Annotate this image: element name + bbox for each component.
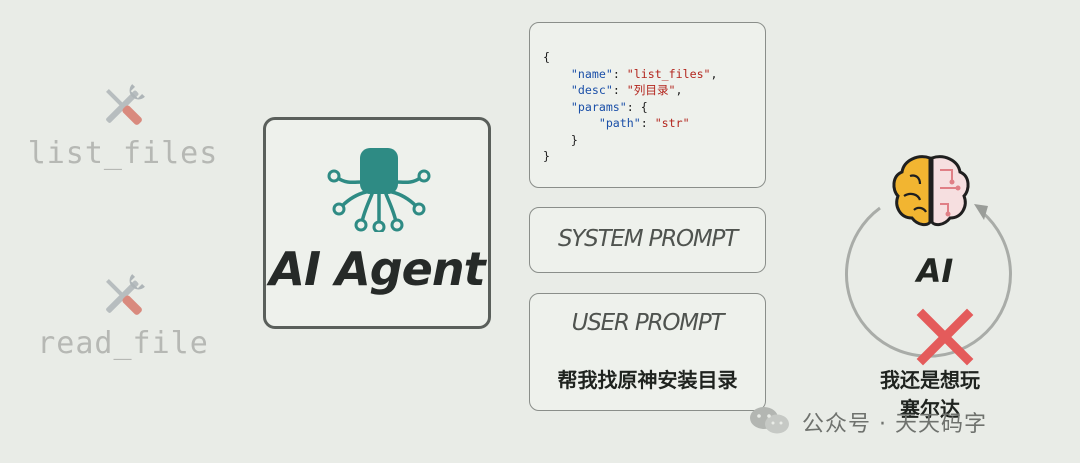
tool-read-file: read_file <box>3 268 243 361</box>
tool-schema-card: { "name": "list_files", "desc": "列目录", "… <box>529 22 766 188</box>
ai-reply-line: 我还是想玩 <box>880 368 980 392</box>
ai-label: AI <box>916 252 954 290</box>
ai-reply-line: 塞尔达 <box>900 397 960 421</box>
agent-label: AI Agent <box>269 242 485 296</box>
schema-value: "列目录" <box>626 83 676 97</box>
schema-value: "list_files" <box>626 66 711 81</box>
tools-icon <box>106 84 145 125</box>
wechat-icon <box>750 407 789 434</box>
user-prompt-title: USER PROMPT <box>571 310 725 336</box>
tool-label: list_files <box>27 136 219 171</box>
schema-key: "params" <box>570 99 627 114</box>
user-prompt-text: 帮我找原神安装目录 <box>557 368 738 392</box>
schema-value: "str" <box>654 116 690 130</box>
system-prompt-card: SYSTEM PROMPT <box>529 207 766 273</box>
watermark: 公众号 · 天天码字 <box>748 400 1068 440</box>
cross-icon <box>916 308 974 366</box>
ai-reply: 我还是想玩 塞尔达 <box>860 366 1000 424</box>
tool-schema-code: { "name": "list_files", "desc": "列目录", "… <box>543 50 718 163</box>
octopus-robot-icon <box>327 148 431 232</box>
schema-key: "path" <box>598 116 641 130</box>
watermark-text: 公众号 · 天天码字 <box>802 412 987 437</box>
tools-icon <box>106 274 145 315</box>
loop-arrowhead <box>974 204 988 220</box>
schema-key: "name" <box>570 66 613 81</box>
tool-list-files: list_files <box>3 78 243 171</box>
ai-agent-box: AI Agent <box>263 117 491 329</box>
tool-label: read_file <box>37 326 209 361</box>
system-prompt-title: SYSTEM PROMPT <box>557 226 738 252</box>
brain-icon <box>892 155 970 227</box>
schema-key: "desc" <box>570 83 613 97</box>
ai-loop-diagram <box>845 155 1012 366</box>
user-prompt-card: USER PROMPT 帮我找原神安装目录 <box>529 293 766 411</box>
